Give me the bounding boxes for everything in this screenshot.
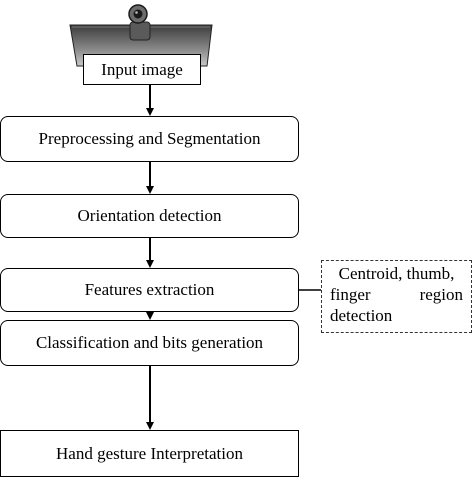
step-preprocessing-label: Preprocessing and Segmentation (38, 129, 261, 148)
features-annotation: Centroid, thumb, finger region detection (321, 260, 472, 333)
annotation-line-3: detection (330, 306, 393, 325)
step-features-label: Features extraction (84, 280, 215, 299)
step-orientation-label: Orientation detection (77, 206, 222, 225)
step-classification: Classification and bits generation (0, 320, 299, 366)
step-features: Features extraction (0, 268, 299, 312)
annotation-line-2: finger region (330, 284, 463, 305)
step-preprocessing: Preprocessing and Segmentation (0, 116, 299, 162)
input-image-label: Input image (101, 59, 183, 79)
step-orientation: Orientation detection (0, 194, 299, 238)
annotation-line-2-right: region (419, 285, 463, 304)
step-interpretation-label: Hand gesture Interpretation (56, 443, 243, 463)
annotation-line-1: Centroid, thumb, (338, 264, 455, 283)
step-interpretation: Hand gesture Interpretation (0, 430, 299, 477)
annotation-line-2-left: finger (330, 285, 371, 304)
step-classification-label: Classification and bits generation (35, 333, 264, 352)
input-image-box: Input image (83, 54, 201, 85)
